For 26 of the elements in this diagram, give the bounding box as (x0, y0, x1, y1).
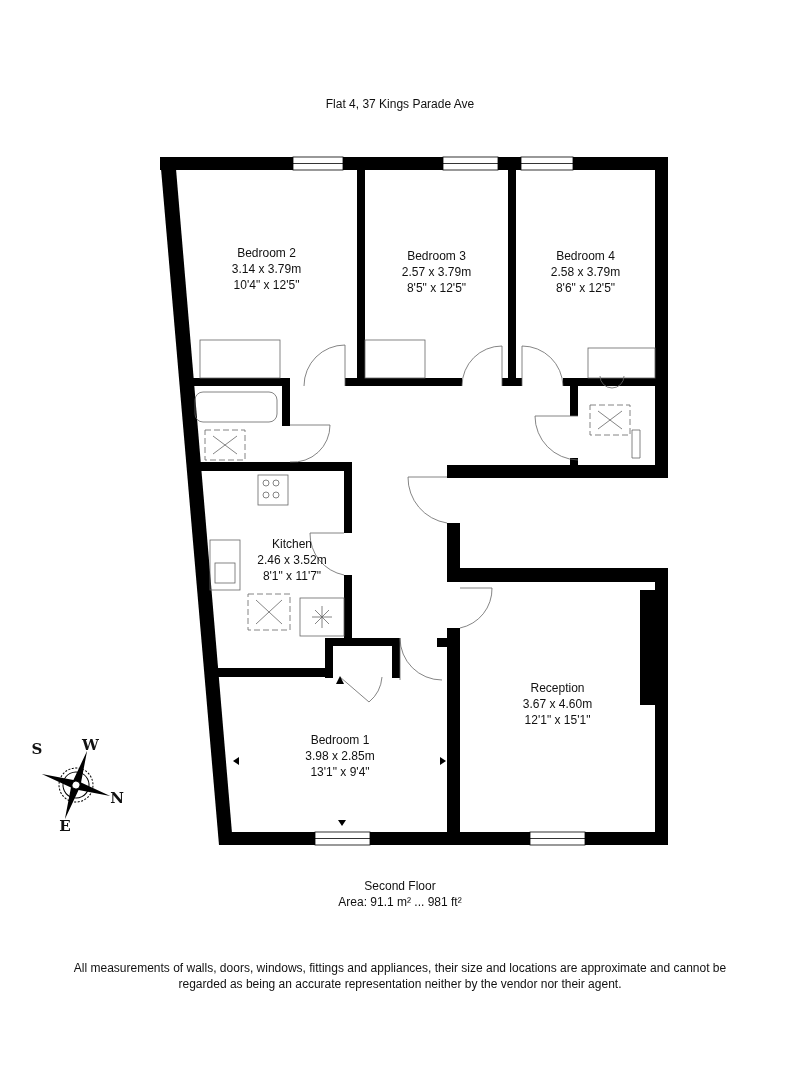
compass-letter: E (58, 818, 72, 834)
room-name: Kitchen (272, 536, 312, 552)
room-dimensions: 8'1" x 11'7" (262, 568, 322, 584)
room-dimensions: 12'1" x 15'1" (524, 712, 591, 728)
room-dimensions: 3.98 x 2.85m (305, 748, 375, 764)
room-name: Reception (530, 680, 585, 696)
room-dimensions: 2.57 x 3.79m (401, 264, 472, 280)
floor-area: Area: 91.1 m² ... 981 ft² (300, 894, 500, 910)
room-dimensions: 8'6" x 12'5" (555, 280, 616, 296)
room-name: Bedroom 4 (556, 248, 615, 264)
room-dimensions: 2.58 x 3.79m (550, 264, 621, 280)
disclaimer-text: All measurements of walls, doors, windows, fittings and appliances, their size and locations are approximate and cannot be regarded as being an accurate representation neither by the vendor nor their agent. (72, 960, 728, 992)
room-dimensions: 2.46 x 3.52m (257, 552, 327, 568)
room-dimensions: 3.14 x 3.79m (231, 261, 302, 277)
room-dimensions: 3.67 x 4.60m (522, 696, 593, 712)
plan-title: Flat 4, 37 Kings Parade Ave (324, 97, 476, 111)
room-name: Bedroom 3 (407, 248, 466, 264)
room-dimensions: 8'5" x 12'5" (406, 280, 467, 296)
room-name: Bedroom 2 (237, 245, 296, 261)
compass-letter: W (82, 737, 98, 753)
compass-letter: N (109, 790, 125, 806)
room-dimensions: 13'1" x 9'4" (310, 764, 370, 780)
room-dimensions: 10'4" x 12'5" (233, 277, 300, 293)
compass-letter: S (30, 741, 44, 757)
floor-name: Second Floor (363, 878, 437, 894)
room-name: Bedroom 1 (310, 732, 370, 748)
